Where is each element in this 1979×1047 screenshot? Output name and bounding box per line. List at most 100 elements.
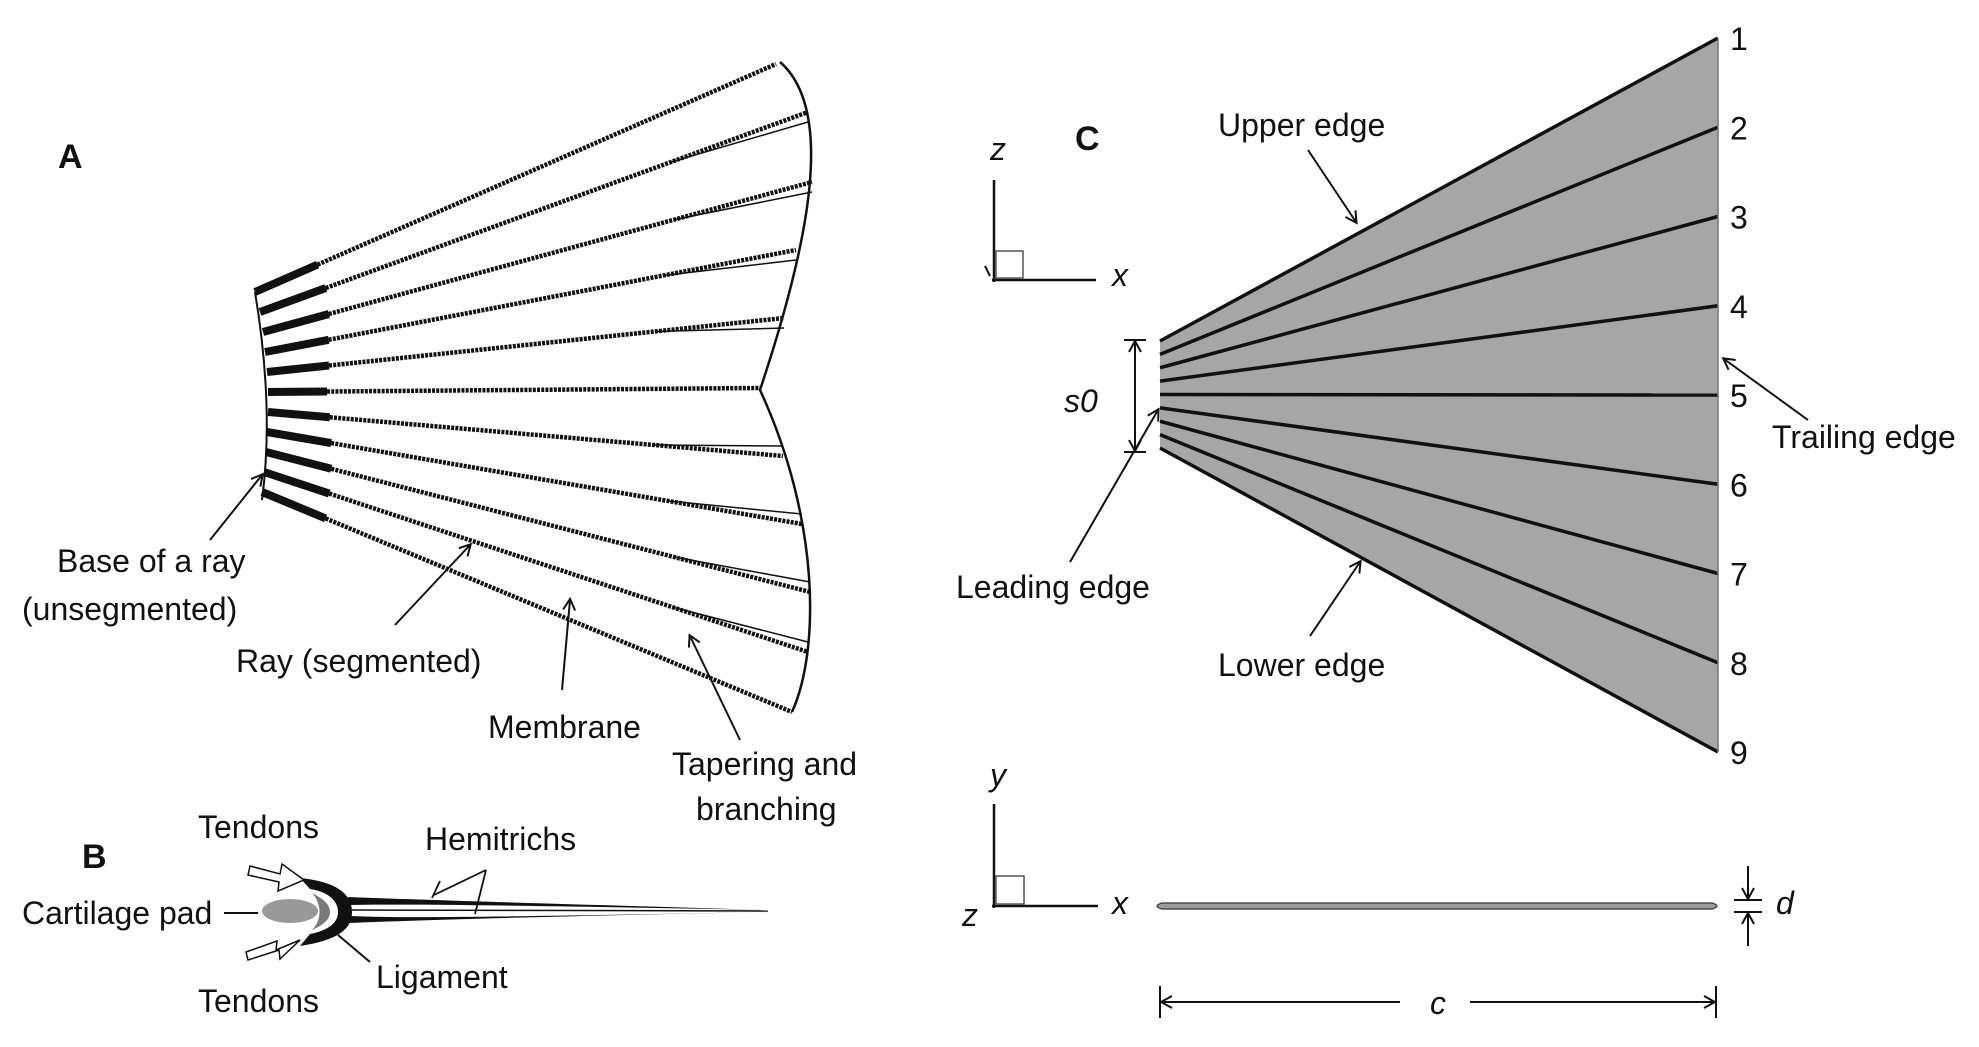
ray-base bbox=[261, 310, 330, 336]
ray-base bbox=[260, 488, 328, 523]
upper-edge-arrow bbox=[1307, 149, 1356, 222]
panel-label-a: A bbox=[58, 138, 83, 176]
fin-side-view bbox=[1156, 902, 1718, 910]
tapering-arrow bbox=[690, 636, 741, 741]
ray-branch bbox=[670, 121, 809, 163]
ray-base bbox=[262, 468, 331, 498]
planform-ray bbox=[1159, 433, 1719, 665]
tendons-top-label: Tendons bbox=[198, 809, 319, 845]
ray-branch bbox=[674, 191, 813, 221]
ray-arrow bbox=[394, 545, 470, 626]
axis-top-z: z bbox=[989, 131, 1006, 167]
right-angle-bottom bbox=[995, 875, 1025, 905]
ray-segmented bbox=[316, 61, 777, 267]
fin-side-plate bbox=[1156, 902, 1718, 910]
ray-segmented bbox=[324, 516, 793, 715]
ligament-shape bbox=[300, 878, 352, 946]
axis-bottom-y: y bbox=[988, 757, 1008, 793]
c-dimension: c bbox=[1159, 985, 1717, 1021]
ray-segmented bbox=[329, 415, 784, 459]
cartilage-pad-label: Cartilage pad bbox=[22, 895, 212, 931]
planform-ray bbox=[1159, 406, 1719, 486]
tapering-label-1: Tapering and bbox=[672, 746, 857, 782]
upper-edge-label: Upper edge bbox=[1218, 107, 1385, 143]
hemitrich-pointer-3 bbox=[474, 869, 487, 915]
tendon-arrow-top bbox=[247, 862, 306, 893]
planform-ray bbox=[1159, 36, 1719, 343]
membrane-arrow bbox=[561, 600, 570, 691]
ray-segmented bbox=[330, 466, 811, 595]
ray-number: 1 bbox=[1730, 21, 1748, 57]
ligament-label: Ligament bbox=[376, 959, 508, 995]
planform-ray bbox=[1159, 446, 1719, 754]
ray-base bbox=[266, 361, 330, 376]
leading-edge-arrow bbox=[1069, 410, 1158, 563]
planform-ray bbox=[1159, 125, 1719, 356]
ray-label: Ray (segmented) bbox=[236, 643, 481, 679]
ray-segmented bbox=[328, 315, 785, 368]
panel-label-b: B bbox=[82, 838, 107, 876]
ray-branch bbox=[671, 606, 809, 643]
membrane-label: Membrane bbox=[488, 709, 641, 745]
ligament-inner bbox=[312, 893, 330, 930]
ray-number: 2 bbox=[1730, 110, 1748, 146]
ray-number: 4 bbox=[1730, 289, 1748, 325]
planform-ray bbox=[1159, 214, 1719, 370]
trailing-edge-label: Trailing edge bbox=[1772, 419, 1956, 455]
right-angle-top bbox=[995, 250, 1024, 279]
axis-top-x: x bbox=[1110, 257, 1129, 293]
fin-rays bbox=[253, 61, 813, 715]
s0-label: s0 bbox=[1064, 383, 1098, 419]
ray-segmented bbox=[328, 247, 797, 342]
ray-branch bbox=[663, 259, 797, 277]
hemitrich-lower bbox=[348, 912, 768, 923]
tapering-label-2: branching bbox=[696, 791, 837, 827]
c-label: c bbox=[1430, 985, 1446, 1021]
ray-segmented bbox=[328, 491, 809, 655]
trailing-edge-arrow bbox=[1724, 359, 1809, 421]
ray-base bbox=[265, 448, 333, 473]
axes-bottom: y z x bbox=[961, 757, 1129, 933]
panel-b-ray-base bbox=[224, 862, 769, 963]
ray-number: 3 bbox=[1730, 200, 1748, 236]
axis-tick-top bbox=[984, 265, 991, 277]
cartilage-pad-shape bbox=[262, 899, 318, 923]
leading-edge-label: Leading edge bbox=[956, 569, 1150, 605]
tendon-arrow-bottom bbox=[245, 939, 301, 961]
lower-edge-arrow bbox=[1309, 562, 1360, 637]
ray-segmented bbox=[328, 179, 813, 317]
ray-numbers: 1 2 3 4 5 6 7 8 9 bbox=[1730, 21, 1748, 771]
ray-base bbox=[264, 335, 330, 356]
panel-a-annotations: Base of a ray (unsegmented) Ray (segment… bbox=[22, 475, 857, 827]
hemitrich-pointer-2 bbox=[433, 869, 487, 896]
planform-ray bbox=[1159, 304, 1719, 383]
planform-ray bbox=[1159, 419, 1719, 576]
s0-dimension: s0 bbox=[1064, 339, 1146, 453]
panel-c-annotations: Upper edge Lower edge Leading edge Trail… bbox=[956, 107, 1956, 683]
ray-segmented bbox=[330, 440, 803, 527]
ray-number: 6 bbox=[1730, 467, 1748, 503]
ray-base bbox=[266, 428, 332, 447]
hemitrich-upper bbox=[348, 897, 768, 910]
base-label-2: (unsegmented) bbox=[22, 591, 237, 627]
tendons-bottom-label: Tendons bbox=[198, 983, 319, 1019]
hemitrich-pointer-1 bbox=[431, 880, 441, 899]
axes-top: z x bbox=[984, 131, 1129, 293]
fin-planform: 1 2 3 4 5 6 7 8 9 bbox=[1159, 21, 1748, 771]
fin-base-curve bbox=[254, 291, 268, 501]
ray-segmented bbox=[327, 385, 761, 394]
panel-a-fin bbox=[253, 61, 813, 715]
planform-rays bbox=[1159, 36, 1719, 754]
ray-base bbox=[253, 260, 320, 296]
ray-branch bbox=[673, 556, 811, 583]
hemitrich-midline bbox=[351, 909, 769, 912]
ray-number: 9 bbox=[1730, 735, 1748, 771]
ray-number: 8 bbox=[1730, 646, 1748, 682]
ray-number: 5 bbox=[1730, 378, 1748, 414]
ray-segmented bbox=[324, 109, 809, 291]
base-label-1: Base of a ray bbox=[57, 543, 246, 579]
base-arrow bbox=[209, 475, 262, 541]
axis-bottom-x: x bbox=[1110, 885, 1129, 921]
ray-number: 7 bbox=[1730, 557, 1748, 593]
